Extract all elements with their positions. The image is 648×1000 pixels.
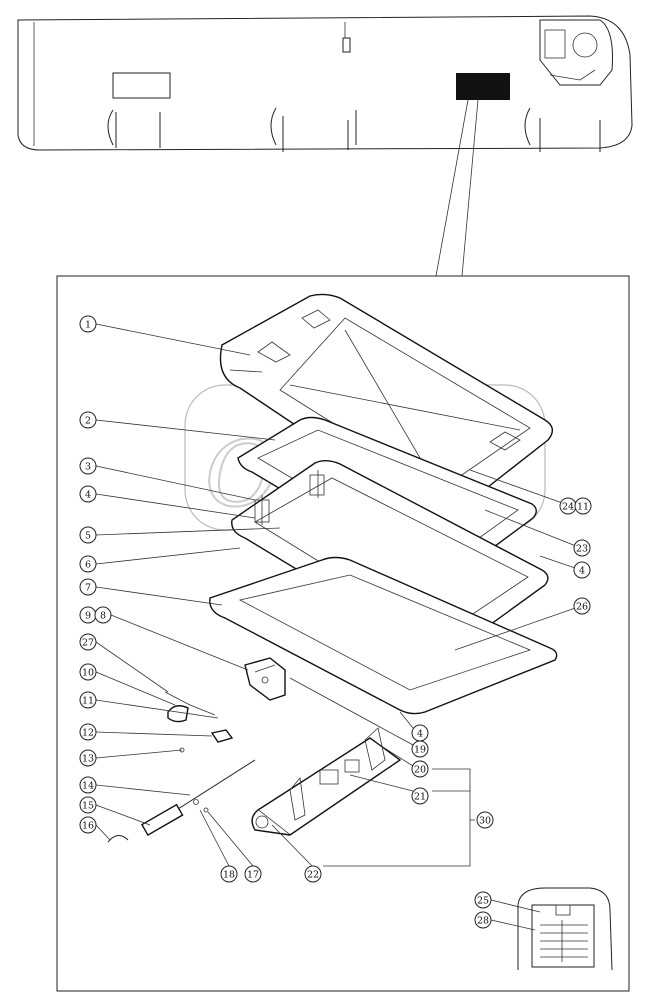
callout-label: 7 [85,583,91,594]
callout-13: 13 [79,749,97,767]
part-actuator [251,727,402,836]
callout-label: 24 [562,502,574,513]
callout-28: 28 [474,911,492,929]
callout-label: 6 [85,560,91,571]
callout-label: 11 [82,696,94,707]
callout-label: 21 [414,792,426,803]
callout-4-lower: 4 [411,724,429,742]
callout-24: 24 [559,497,577,515]
callout-label: 26 [576,602,588,613]
callout-label: 30 [479,816,491,827]
callout-label: 4 [417,729,423,740]
callout-label: 12 [82,728,94,739]
part-outer-cover [219,293,553,517]
leader-lines [95,323,582,931]
callout-label: 28 [477,916,489,927]
callout-4-right: 4 [573,561,591,579]
callout-label: 18 [223,870,235,881]
callout-label: 11 [577,502,589,513]
callout-19: 19 [411,740,429,758]
callout-3: 3 [79,457,97,475]
callout-11: 11 [79,691,97,709]
callout-15: 15 [79,796,97,814]
callout-21: 21 [411,787,429,805]
callout-9: 9 [79,606,97,624]
callout-22: 22 [304,865,322,883]
callout-11-right: 11 [574,497,592,515]
callout-label: 9 [85,611,91,622]
callout-label: 2 [85,416,91,427]
callout-label: 20 [414,765,426,776]
callout-label: 15 [82,801,94,812]
callout-label: 23 [576,544,588,555]
callout-label: 3 [85,462,91,473]
callout-23: 23 [573,539,591,557]
callout-1: 1 [79,315,97,333]
callout-label: 4 [85,490,91,501]
callout-20: 20 [411,760,429,778]
callout-26: 26 [573,597,591,615]
callout-5: 5 [79,526,97,544]
callout-4: 4 [79,485,97,503]
callout-12: 12 [79,723,97,741]
callout-label: 25 [477,896,489,907]
part-small-hardware [164,691,234,753]
callout-label: 27 [82,638,94,649]
part-bracket [244,657,286,701]
leader-line-left [435,99,469,277]
callout-10: 10 [79,663,97,681]
part-rod-handle [107,759,256,843]
inset-rear-view [517,887,613,971]
callout-label: 8 [100,611,106,622]
callout-17: 17 [244,865,262,883]
detail-frame [56,275,630,992]
part-trim-frame [209,556,558,715]
callout-8: 8 [94,606,112,624]
callout-label: 19 [414,745,426,756]
callout-30: 30 [476,811,494,829]
callout-6: 6 [79,555,97,573]
callout-label: 16 [82,821,94,832]
callout-27: 27 [79,633,97,651]
callout-7: 7 [79,578,97,596]
roof-hatch-location-marker [456,73,510,100]
callout-label: 17 [247,870,259,881]
callout-label: 22 [307,870,319,881]
callout-label: 5 [85,531,91,542]
leader-line-right [461,99,479,277]
callout-label: 14 [82,781,94,792]
callout-14: 14 [79,776,97,794]
callout-label: 4 [579,566,585,577]
callout-2: 2 [79,411,97,429]
callout-25: 25 [474,891,492,909]
callout-label: 10 [82,668,94,679]
callout-label: 1 [85,320,91,331]
callout-16: 16 [79,816,97,834]
bus-side-view [17,15,633,152]
callout-18: 18 [220,865,238,883]
callout-label: 13 [82,754,94,765]
